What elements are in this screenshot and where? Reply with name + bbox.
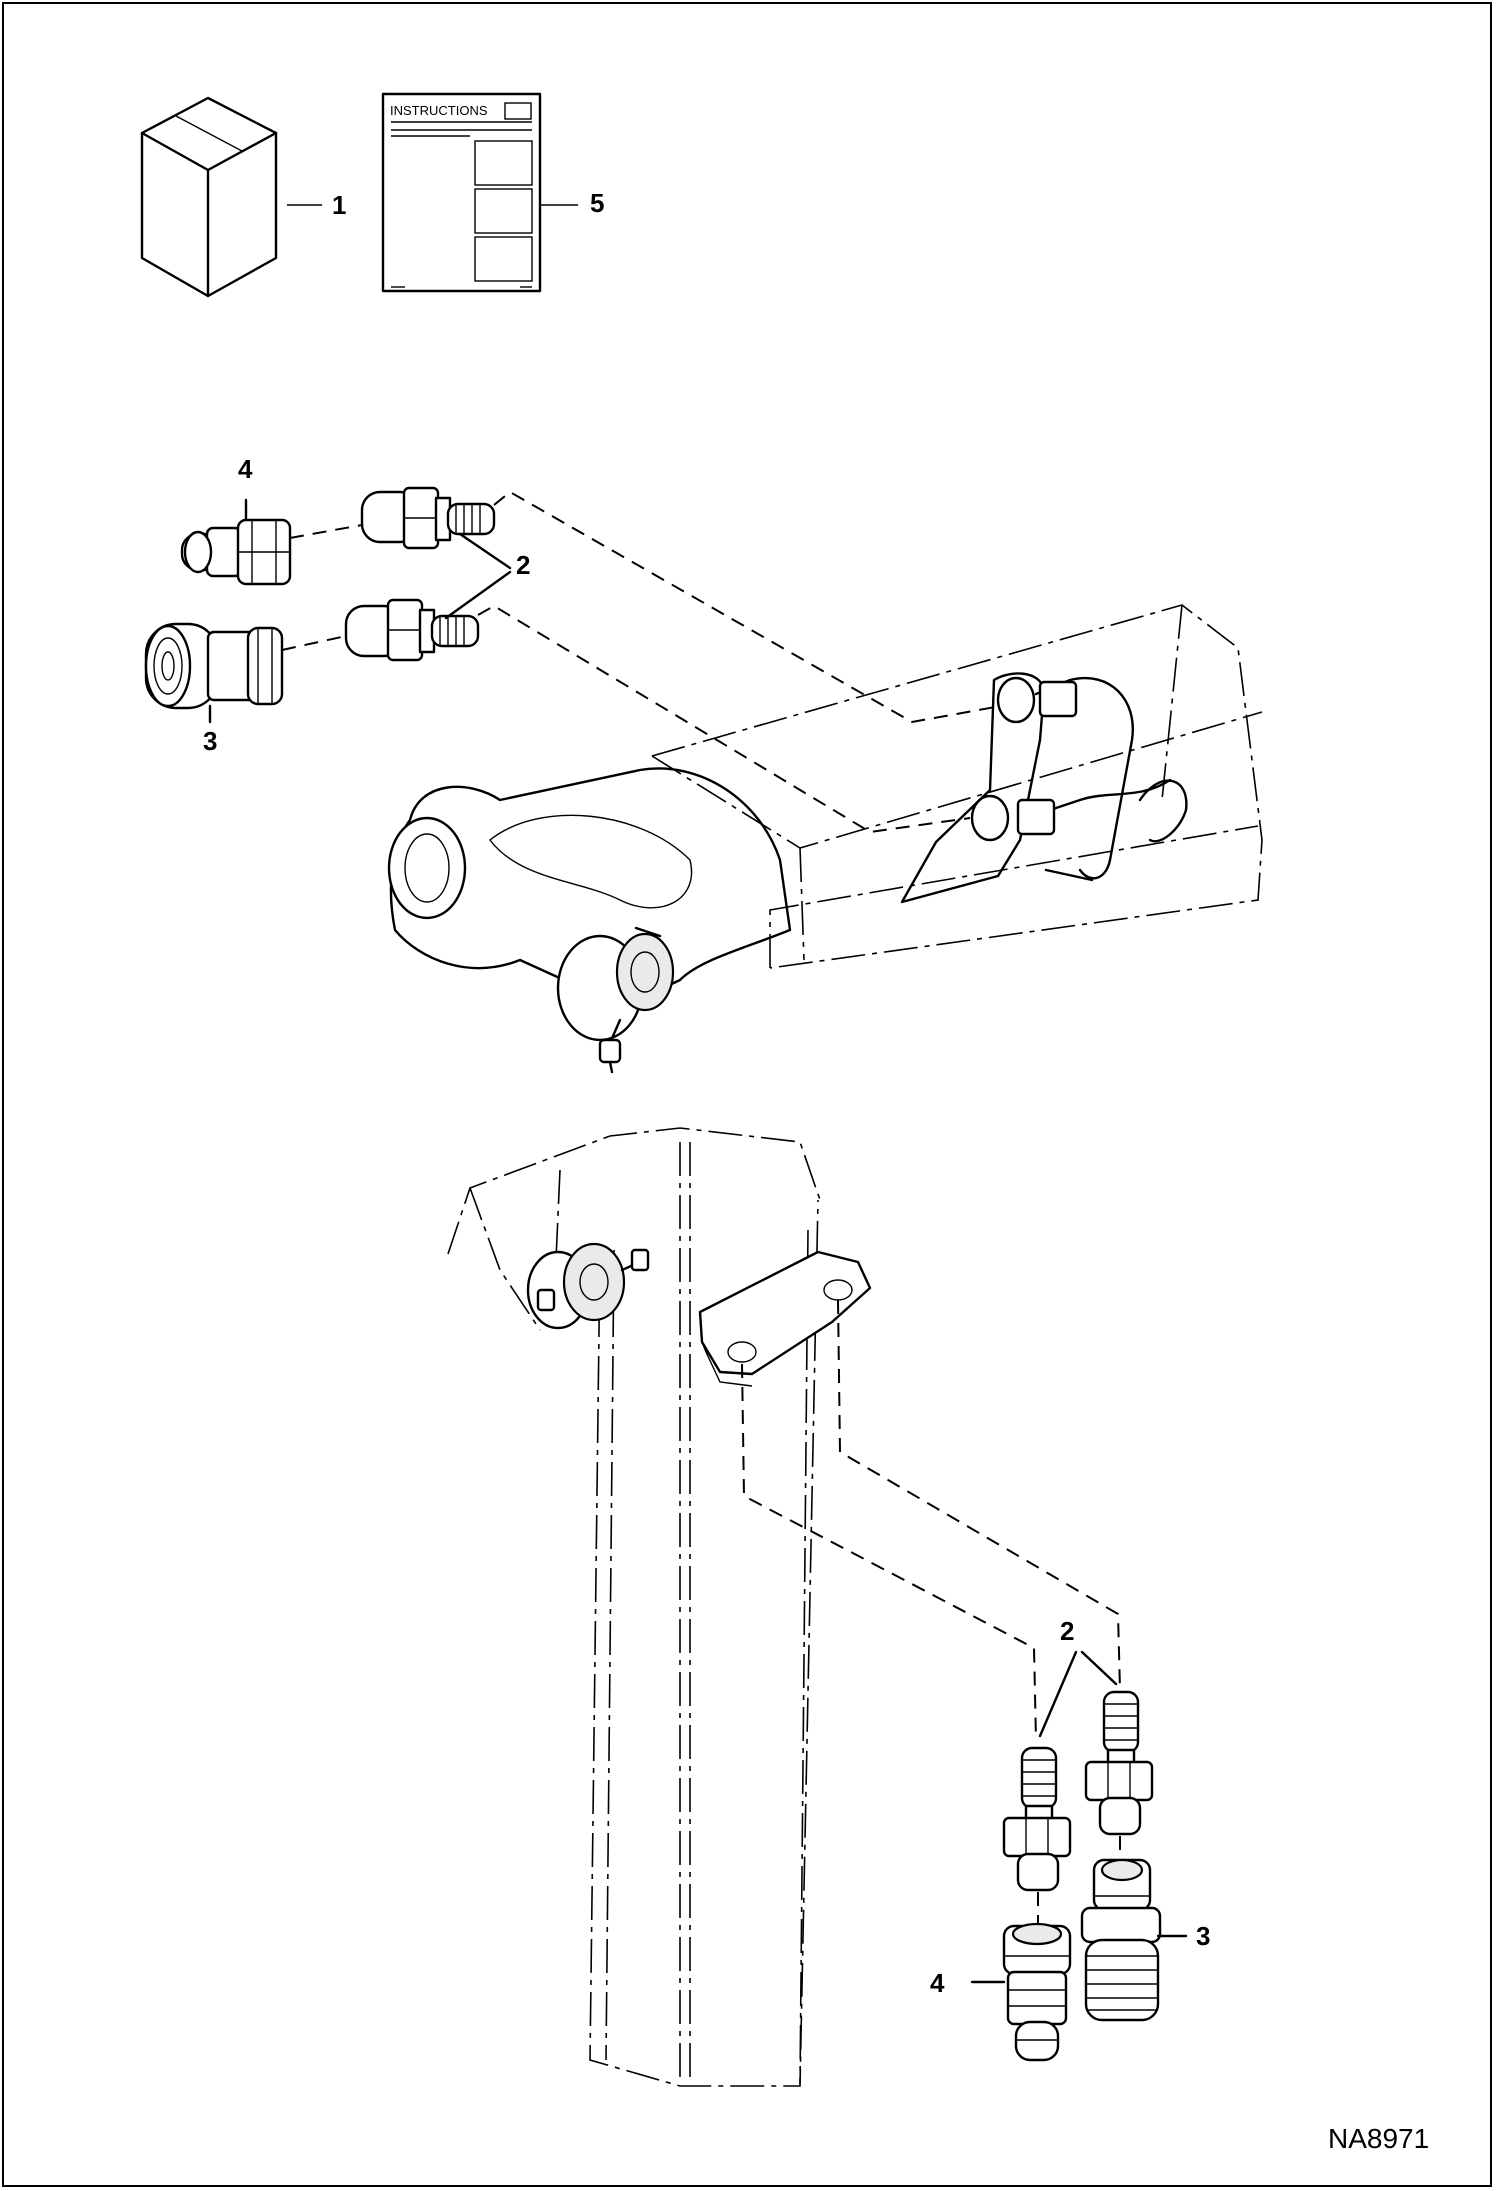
callout-post-coupler-male: 4 (930, 1968, 945, 1998)
instructions-sheet-title: INSTRUCTIONS (390, 103, 488, 118)
figure-reference: NA8971 (1328, 2123, 1429, 2154)
callout-post-coupler-female: 3 (1196, 1921, 1210, 1951)
callout-post-adapters: 2 (1060, 1616, 1074, 1646)
callout-arm-adapters: 2 (516, 550, 530, 580)
adapter-lower (344, 598, 480, 662)
post-adapter-right (1084, 1690, 1154, 1836)
callout-arm-coupler-female: 3 (203, 726, 217, 756)
loader-arm (387, 604, 1263, 1074)
coupler-male-lower (1002, 1922, 1072, 2062)
kit-box (140, 96, 322, 298)
callout-instructions: 5 (590, 188, 604, 218)
instructions-sheet (381, 92, 578, 293)
coupler-female-lower (1080, 1858, 1162, 2022)
post-adapter-left (1002, 1746, 1072, 1892)
coupler-female-upper (144, 622, 284, 710)
coupler-male-upper (180, 518, 292, 586)
callout-kit-box: 1 (332, 190, 346, 220)
upright-post (447, 1127, 872, 2087)
callout-arm-coupler-male: 4 (238, 454, 253, 484)
adapter-upper (360, 486, 496, 550)
